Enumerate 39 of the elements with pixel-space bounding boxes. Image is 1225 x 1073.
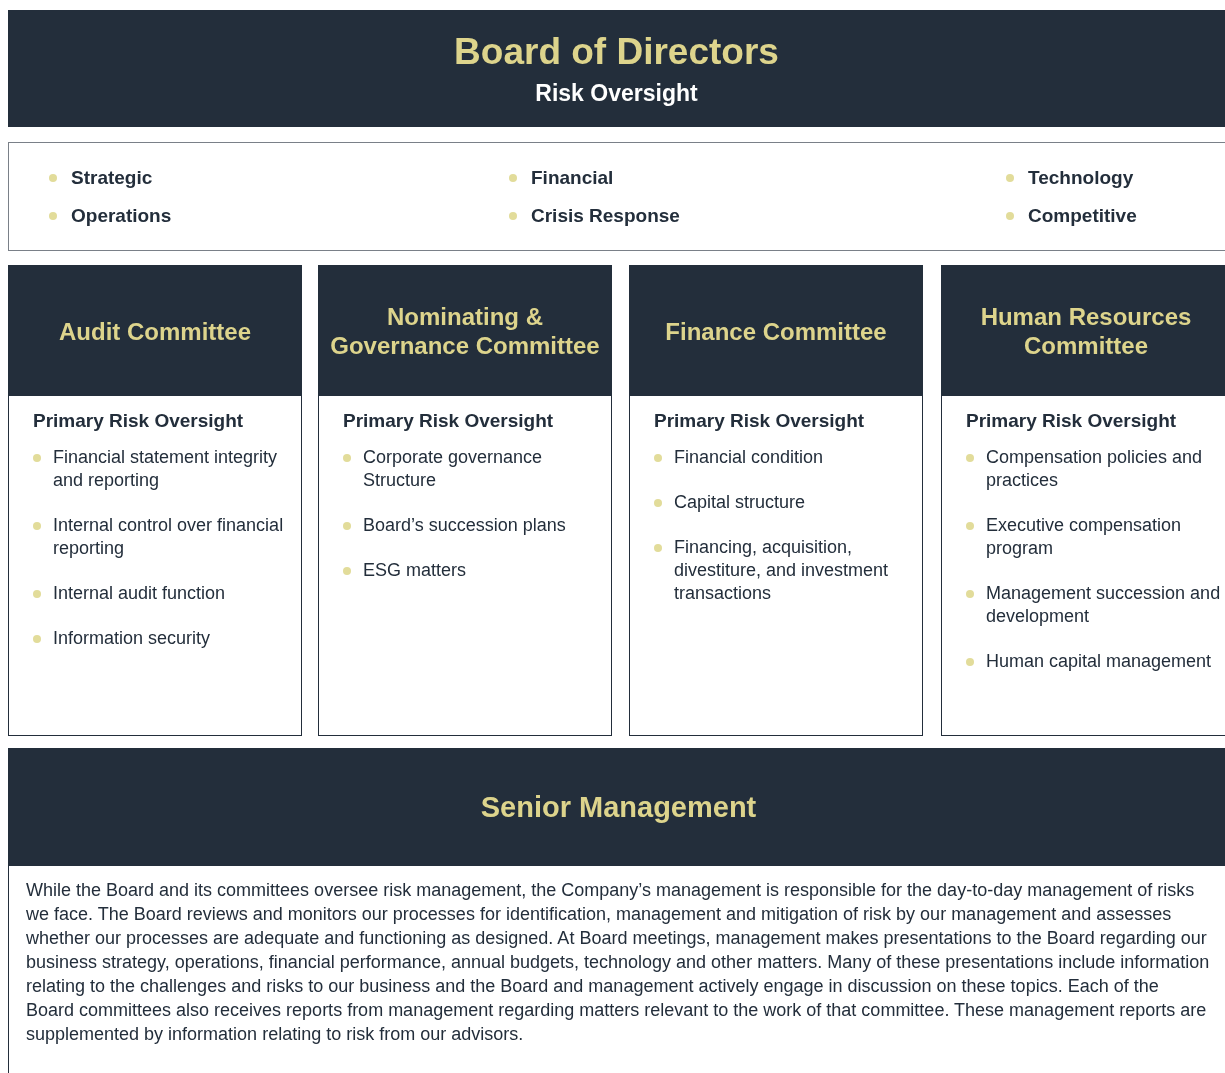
header-banner: [8, 10, 1225, 127]
section-heading: Primary Risk Oversight: [654, 409, 866, 433]
category-panel: [8, 142, 1225, 251]
category-item: Strategic: [71, 165, 153, 190]
oversight-item: ESG matters: [363, 559, 467, 582]
oversight-item: Information security: [53, 627, 211, 650]
section-heading: Primary Risk Oversight: [343, 409, 555, 433]
committee-card: [8, 265, 302, 736]
description-paragraph: While the Board and its committees oversee risk management, the Company’s management is responsible for the day-to-day management of risks we face. The Board reviews and monitors our processes for identification, management and mitigation of risk by our management and assesses whether our processes are adequate and functioning as designed. At Board meetings, management makes presentations to the Board regarding our business strategy, operations, financial performance, annual budgets, technology and other matters. Many of these presentations include information relating to the challenges and risks to our business and the Board and management actively engage in discussion on these topics. Each of the Board committees also receives reports from management regarding matters relevant to the work of that committee. These management reports are supplemented by information relating to risk from our advisors.: [25, 879, 1211, 1046]
category-item: Operations: [71, 203, 172, 228]
section-heading: Primary Risk Oversight: [33, 409, 245, 433]
oversight-item: Human capital management: [986, 650, 1212, 673]
oversight-item: Executive compensation program: [986, 514, 1183, 560]
oversight-item: Internal control over financial reporting: [53, 514, 285, 560]
oversight-item: Corporate governance Structure: [363, 446, 544, 492]
committee-title: Audit Committee: [59, 316, 251, 346]
oversight-item: Financial statement integrity and reporting: [53, 446, 279, 492]
committee-card: [629, 265, 923, 736]
banner-title: Board of Directors: [454, 30, 779, 74]
committee-card: [941, 265, 1225, 736]
oversight-item: Management succession and development: [986, 582, 1222, 628]
banner-subtitle: Risk Oversight: [535, 79, 698, 108]
oversight-item: Internal audit function: [53, 582, 226, 605]
committee-title: Finance Committee: [665, 316, 887, 346]
category-item: Crisis Response: [531, 203, 680, 228]
committee-title: Human Resources Committee: [979, 302, 1193, 360]
committee-card: [318, 265, 612, 736]
committee-title: Nominating & Governance Committee: [329, 302, 601, 360]
oversight-item: Financing, acquisition, divestiture, and investment transactions: [674, 536, 890, 605]
oversight-item: Compensation policies and practices: [986, 446, 1204, 492]
category-item: Technology: [1028, 165, 1134, 190]
oversight-item: Board’s succession plans: [363, 514, 566, 537]
management-title: Senior Management: [480, 789, 757, 825]
oversight-item: Capital structure: [674, 491, 806, 514]
category-item: Competitive: [1028, 203, 1137, 228]
oversight-item: Financial condition: [674, 446, 824, 469]
section-heading: Primary Risk Oversight: [966, 409, 1178, 433]
category-item: Financial: [531, 165, 614, 190]
management-card: [8, 748, 1225, 1073]
